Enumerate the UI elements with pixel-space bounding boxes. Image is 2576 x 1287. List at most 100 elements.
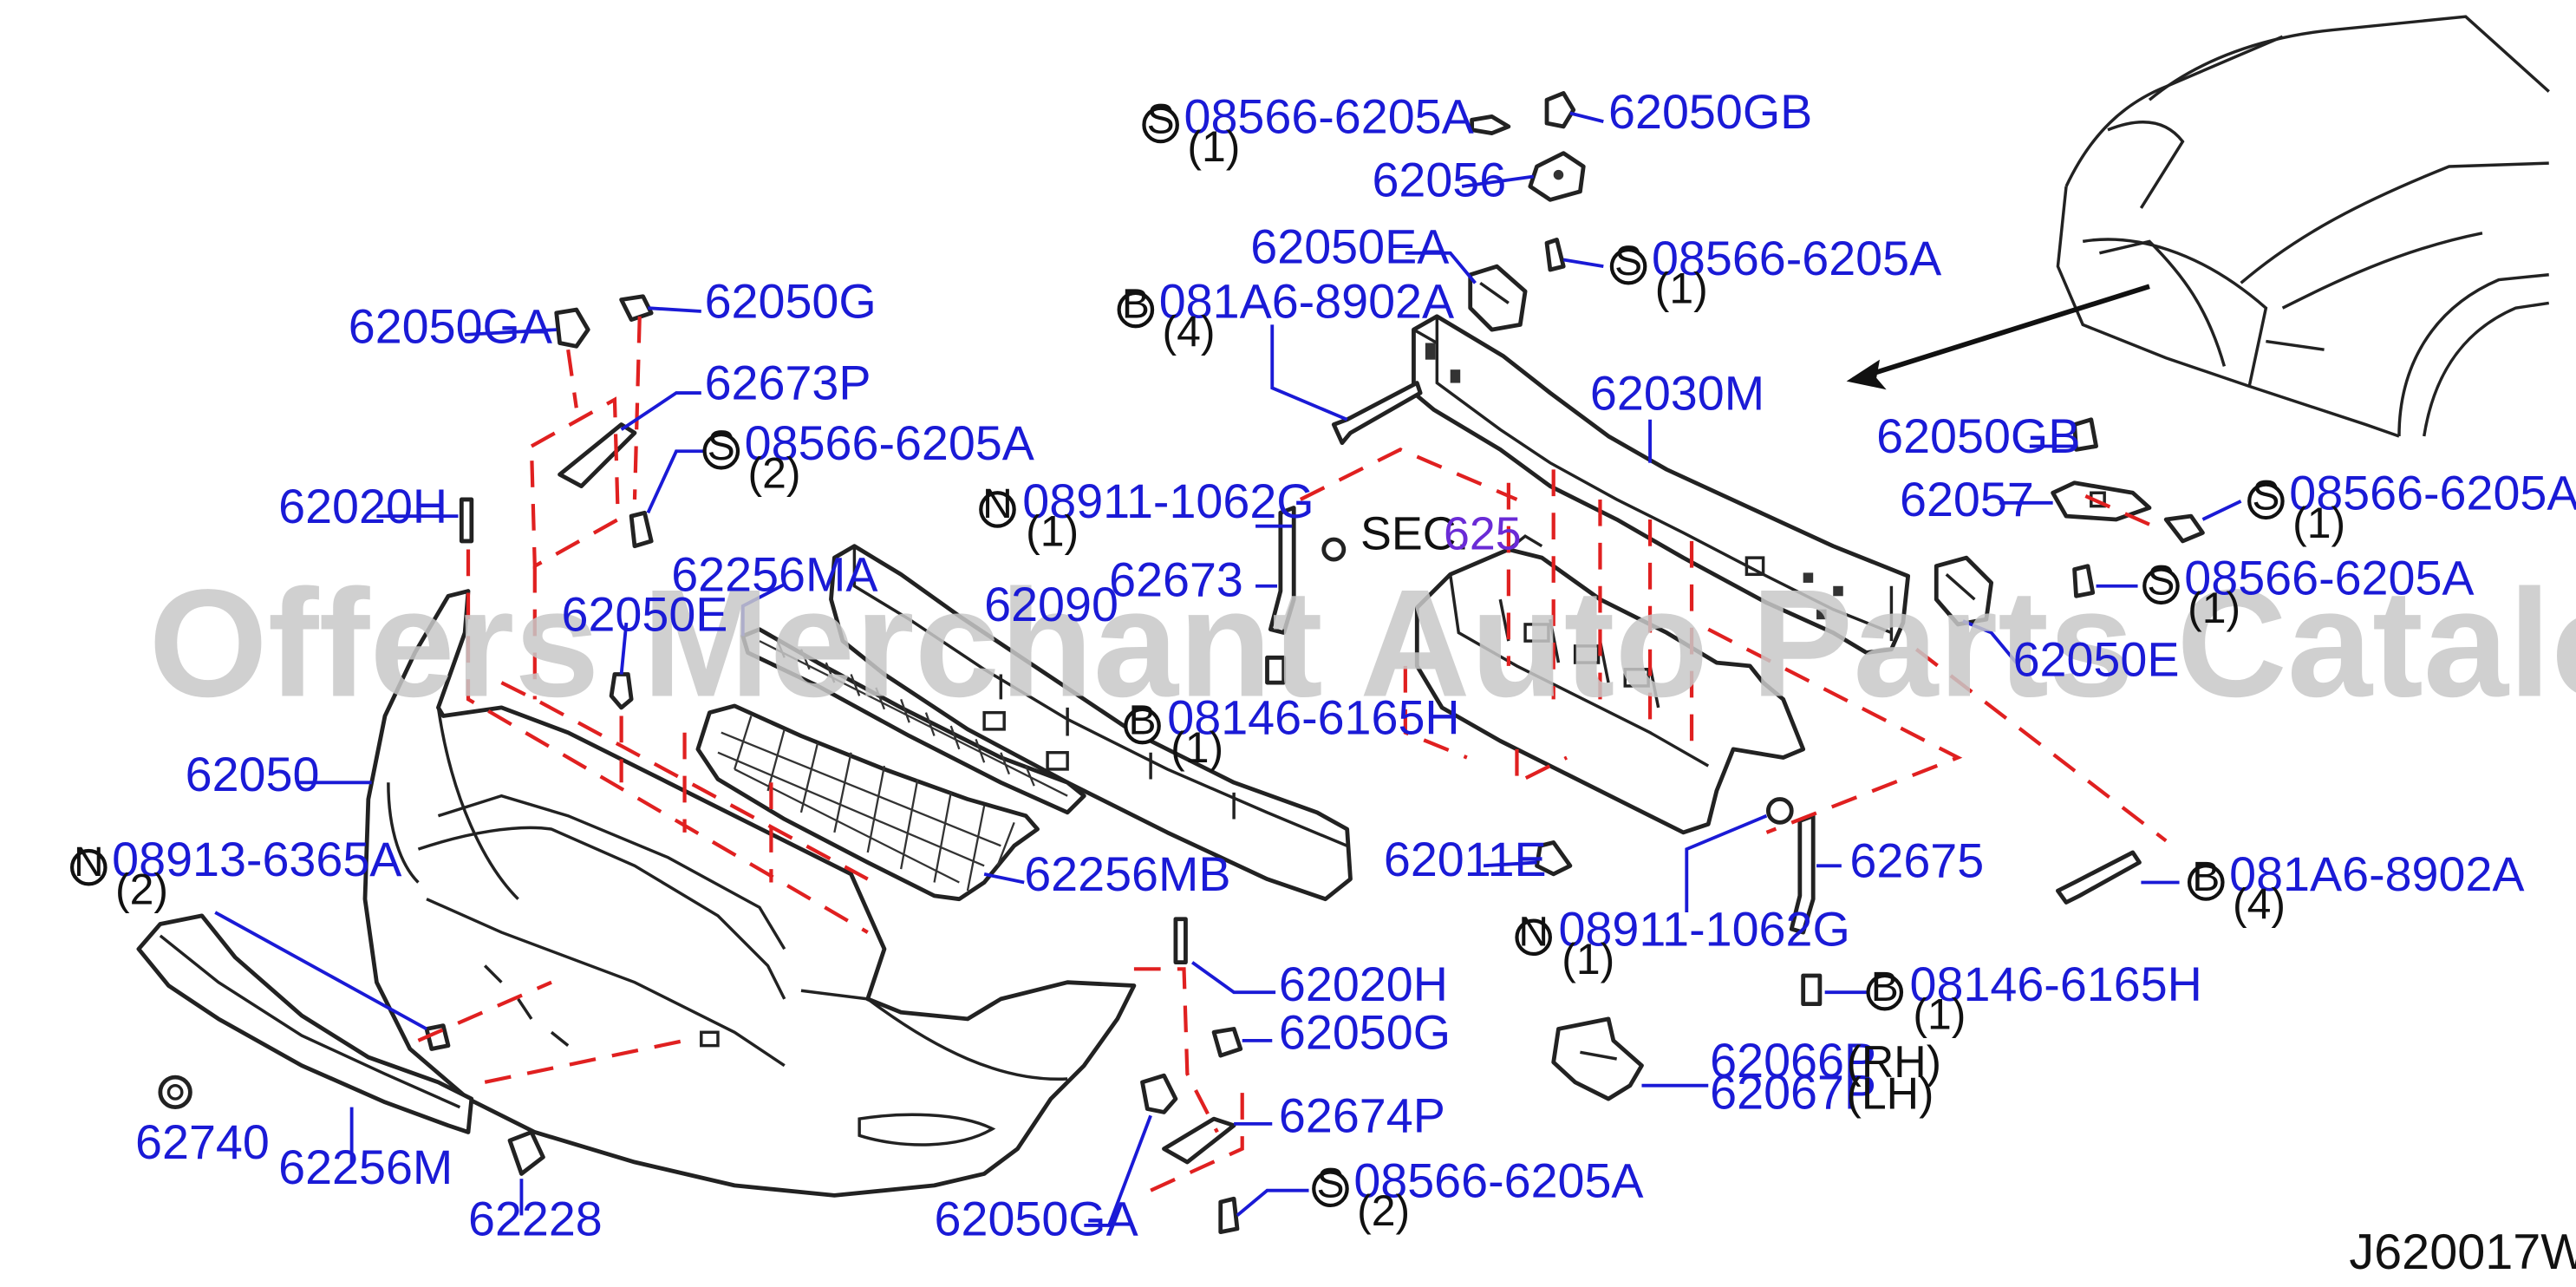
bolt-s5[interactable]: [2072, 564, 2096, 598]
label-62050GA-bottom[interactable]: 62050GA: [935, 1192, 1139, 1245]
label-62228[interactable]: 62228: [468, 1192, 603, 1245]
bracket-62050EA[interactable]: [1468, 264, 1528, 332]
energy-absorber[interactable]: [829, 544, 1353, 902]
label-62056[interactable]: 62056: [1372, 154, 1506, 207]
callout-n2[interactable]: N 08913-6365A (2): [69, 833, 402, 914]
callout-n3[interactable]: N 08911-1062G (1): [1515, 902, 1850, 983]
callout-s4[interactable]: S 08566-6205A (1): [2247, 466, 2576, 547]
bolt-s4[interactable]: [2163, 513, 2205, 544]
fastener-code[interactable]: 081A6-8902A: [2229, 847, 2525, 901]
label-62050GA-top[interactable]: 62050GA: [349, 299, 553, 353]
label-62050EA[interactable]: 62050EA: [1250, 219, 1450, 273]
clip-62050GA-bottom[interactable]: [1140, 1073, 1178, 1114]
fastener-code[interactable]: 081A6-8902A: [1159, 275, 1455, 329]
callout-s2[interactable]: S 08566-6205A (1): [1609, 232, 1942, 313]
pin-62020H-left[interactable]: [459, 497, 474, 544]
symbol-s-circle: [1312, 1170, 1349, 1208]
label-62011E[interactable]: 62011E: [1384, 833, 1547, 886]
nut-n1[interactable]: [1321, 537, 1347, 562]
label-62740[interactable]: 62740: [135, 1115, 270, 1169]
cap-62228[interactable]: [507, 1130, 545, 1176]
fastener-code[interactable]: 08566-6205A: [1652, 232, 1942, 285]
callout-s3[interactable]: S 08566-6205A (2): [702, 416, 1035, 498]
fastener-code[interactable]: 08566-6205A: [1353, 1153, 1644, 1207]
label-62057[interactable]: 62057: [1900, 473, 2034, 526]
fastener-code[interactable]: 08566-6205A: [2184, 551, 2475, 604]
label-62256MA[interactable]: 62256MA: [671, 548, 878, 602]
clip-62050G-top[interactable]: [619, 294, 654, 322]
label-62090[interactable]: 62090: [984, 578, 1118, 631]
clip-62050G-mid[interactable]: [1211, 1027, 1243, 1058]
under-cover-assembly[interactable]: [1414, 534, 1806, 835]
symbol-s: S: [1147, 97, 1175, 143]
grommet-62740[interactable]: [158, 1075, 192, 1110]
label-62050E-left[interactable]: 62050E: [562, 588, 728, 642]
callout-s1[interactable]: S 08566-6205A (1): [1142, 90, 1475, 172]
label-62050G-top[interactable]: 62050G: [705, 275, 877, 329]
clip-62050GA-top[interactable]: [554, 307, 590, 349]
label-side-lh: (LH): [1847, 1068, 1934, 1119]
fastener-code[interactable]: 08911-1062G: [1022, 474, 1314, 528]
clip-62050GB-top[interactable]: [1544, 91, 1576, 129]
bolt-s3[interactable]: [629, 510, 654, 549]
callout-b1[interactable]: B 081A6-8902A (4): [1117, 275, 1455, 356]
bolt-s6[interactable]: [1218, 1196, 1240, 1235]
label-62020H-left[interactable]: 62020H: [278, 480, 447, 533]
bolt-b4[interactable]: [1801, 973, 1823, 1007]
vehicle-front-view: [1846, 15, 2550, 438]
nut-n3[interactable]: [1765, 797, 1794, 825]
label-62050GB-top[interactable]: 62050GB: [1608, 85, 1812, 139]
callout-b4[interactable]: B 08146-6165H (1): [1866, 957, 2202, 1039]
fastener-code[interactable]: 08566-6205A: [1184, 90, 1475, 144]
label-62673[interactable]: 62673: [1109, 552, 1243, 606]
bracket-62674P[interactable]: [1162, 1116, 1236, 1165]
fastener-code[interactable]: 08146-6165H: [1910, 957, 2202, 1011]
callout-b3[interactable]: B 081A6-8902A (4): [2187, 847, 2525, 929]
label-62256MB[interactable]: 62256MB: [1024, 847, 1230, 901]
reinforcement-beam[interactable]: [1412, 314, 1911, 655]
label-62050E-right[interactable]: 62050E: [2013, 632, 2180, 686]
fastener-code[interactable]: 08146-6165H: [1167, 691, 1459, 745]
bolt-b2[interactable]: [1265, 655, 1287, 685]
callout-n1[interactable]: N 08911-1062G (1): [979, 474, 1314, 556]
fastener-code[interactable]: 08911-1062G: [1558, 902, 1849, 956]
lower-mesh-grille[interactable]: [695, 703, 1040, 902]
label-62050G-mid[interactable]: 62050G: [1279, 1005, 1451, 1059]
clip-62050E-left[interactable]: [609, 672, 634, 710]
fastener-qty: (1): [1913, 990, 1966, 1038]
callout-b2[interactable]: B 08146-6165H (1): [1124, 691, 1460, 773]
bracket-62050E-right[interactable]: [1934, 555, 1994, 627]
pin-62020H-mid[interactable]: [1173, 917, 1188, 965]
callout-s5[interactable]: S 08566-6205A (1): [2142, 551, 2475, 632]
callout-s6[interactable]: S 08566-6205A (2): [1312, 1153, 1644, 1235]
bolt-b1[interactable]: [1331, 381, 1423, 446]
label-62030M[interactable]: 62030M: [1590, 366, 1764, 420]
clip-62011E[interactable]: [1535, 840, 1573, 877]
label-62050[interactable]: 62050: [186, 748, 320, 801]
label-62050GB-right[interactable]: 62050GB: [1876, 409, 2080, 463]
bracket-62673P[interactable]: [558, 422, 637, 488]
label-62020H-mid[interactable]: 62020H: [1279, 957, 1448, 1011]
fastener-code[interactable]: 08913-6365A: [112, 833, 402, 886]
label-62675[interactable]: 62675: [1849, 834, 1984, 888]
symbol-s: S: [708, 423, 735, 469]
air-deflector[interactable]: [1551, 1016, 1644, 1101]
bracket-62056[interactable]: [1528, 151, 1586, 202]
bolt-s2[interactable]: [1544, 238, 1566, 272]
section-ref-number[interactable]: 625: [1444, 508, 1522, 560]
upper-mesh-grille[interactable]: [740, 627, 1086, 815]
bolt-b3[interactable]: [2056, 850, 2142, 905]
label-62674P[interactable]: 62674P: [1279, 1088, 1445, 1142]
clip-62050GB-right[interactable]: [2072, 417, 2098, 452]
label-62066P[interactable]: 62066P: [1710, 1034, 1876, 1088]
bolt-s1[interactable]: [1470, 114, 1511, 135]
front-bumper-fascia[interactable]: [362, 589, 1137, 1198]
fastener-code[interactable]: 08566-6205A: [745, 416, 1035, 470]
lower-lip-spoiler[interactable]: [136, 913, 474, 1134]
label-62673P[interactable]: 62673P: [705, 356, 871, 410]
bracket-62673[interactable]: [1268, 506, 1296, 635]
label-62067P[interactable]: 62067P: [1710, 1066, 1876, 1120]
fastener-code[interactable]: 08566-6205A: [2289, 466, 2576, 519]
label-62256M[interactable]: 62256M: [278, 1140, 453, 1194]
